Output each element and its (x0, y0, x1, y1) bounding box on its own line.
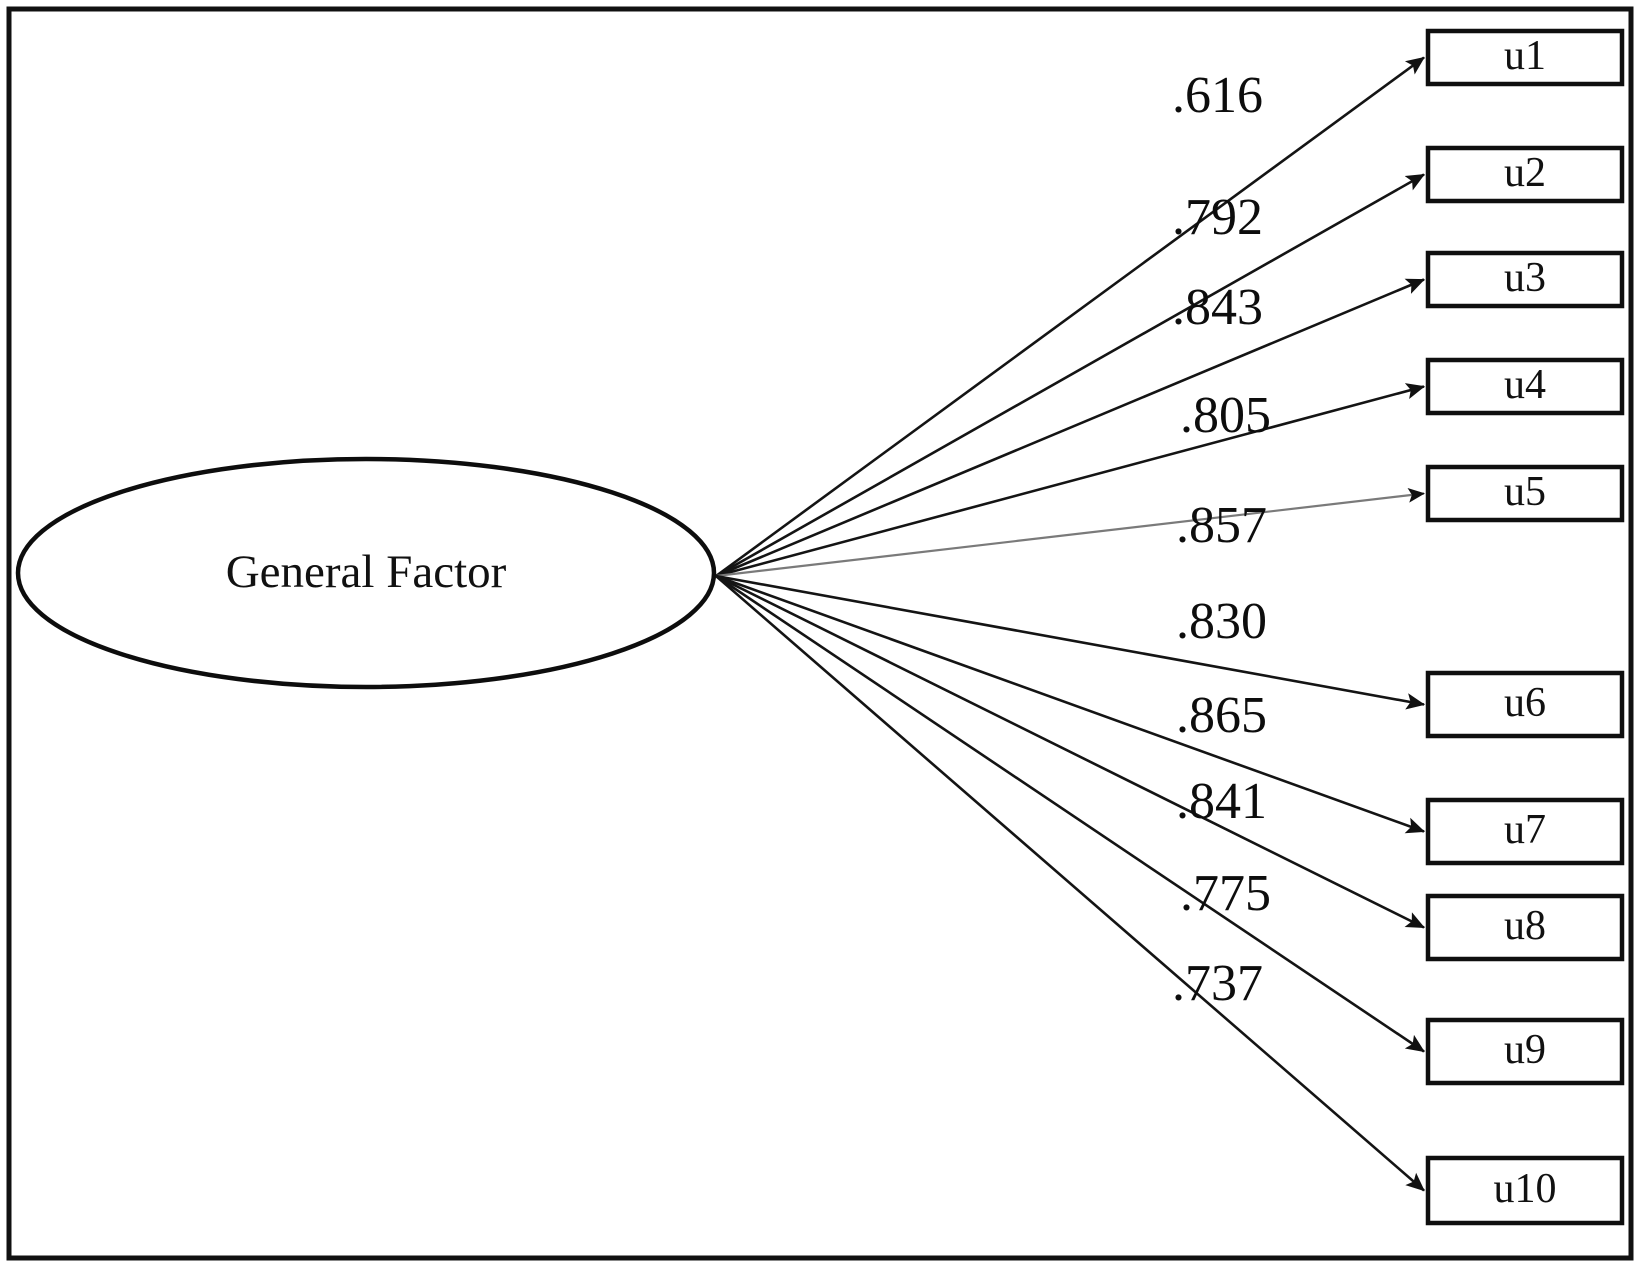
loading-path-u7[interactable] (715, 574, 1426, 834)
loading-value-labels: .616 .792 .843 .805 .857 .830 .865 .841 .775 .737 (1172, 67, 1271, 1012)
general-factor-ellipse[interactable] (15, 456, 717, 690)
loading-path-u10[interactable] (715, 575, 1425, 1192)
loading-value-u6: .830 (1176, 593, 1267, 650)
indicator-label-u3: u3 (1504, 255, 1546, 301)
loading-value-u3: .843 (1172, 279, 1263, 336)
loading-path-u5[interactable] (715, 488, 1425, 578)
indicator-box-u1[interactable] (1425, 28, 1625, 87)
indicator-box-u4[interactable] (1425, 357, 1625, 416)
indicator-box-u9[interactable] (1425, 1017, 1625, 1086)
indicator-label-u1: u1 (1504, 33, 1546, 79)
factor-loading-paths (715, 56, 1426, 1192)
loading-value-u9: .775 (1180, 865, 1271, 922)
loading-path-u8[interactable] (715, 574, 1426, 929)
loading-path-u9[interactable] (715, 574, 1425, 1053)
indicator-box-u7[interactable] (1425, 797, 1625, 866)
indicator-label-u9: u9 (1504, 1027, 1546, 1073)
indicator-label-u5: u5 (1504, 469, 1546, 515)
general-factor-label: General Factor (226, 546, 507, 598)
indicator-label-u4: u4 (1504, 362, 1546, 408)
indicator-boxes: u1 u2 u3 u4 u5 u6 u7 u8 u9 u10 (1425, 28, 1625, 1226)
indicator-box-u2[interactable] (1425, 145, 1625, 204)
loading-value-u2: .792 (1172, 189, 1263, 246)
loading-path-u2[interactable] (715, 173, 1425, 578)
indicator-label-u8: u8 (1504, 903, 1546, 949)
loading-path-u3[interactable] (715, 278, 1426, 578)
loading-path-u4[interactable] (715, 383, 1426, 578)
indicator-box-u10[interactable] (1425, 1155, 1625, 1226)
loading-value-u10: .737 (1172, 955, 1263, 1012)
indicator-label-u2: u2 (1504, 150, 1546, 196)
indicator-box-u8[interactable] (1425, 893, 1625, 962)
loading-value-u1: .616 (1172, 67, 1263, 124)
indicator-label-u10: u10 (1494, 1166, 1557, 1212)
indicator-box-u6[interactable] (1425, 670, 1625, 739)
loading-path-u1[interactable] (715, 56, 1425, 578)
loading-value-u8: .841 (1176, 773, 1267, 830)
figure-border (6, 6, 1634, 1261)
indicator-box-u3[interactable] (1425, 250, 1625, 309)
indicator-label-u6: u6 (1504, 680, 1546, 726)
indicator-label-u7: u7 (1504, 807, 1546, 853)
loading-value-u4: .805 (1180, 387, 1271, 444)
loading-value-u7: .865 (1176, 687, 1267, 744)
loading-value-u5: .857 (1176, 497, 1267, 554)
loading-path-u6[interactable] (715, 574, 1426, 710)
indicator-box-u5[interactable] (1425, 464, 1625, 523)
